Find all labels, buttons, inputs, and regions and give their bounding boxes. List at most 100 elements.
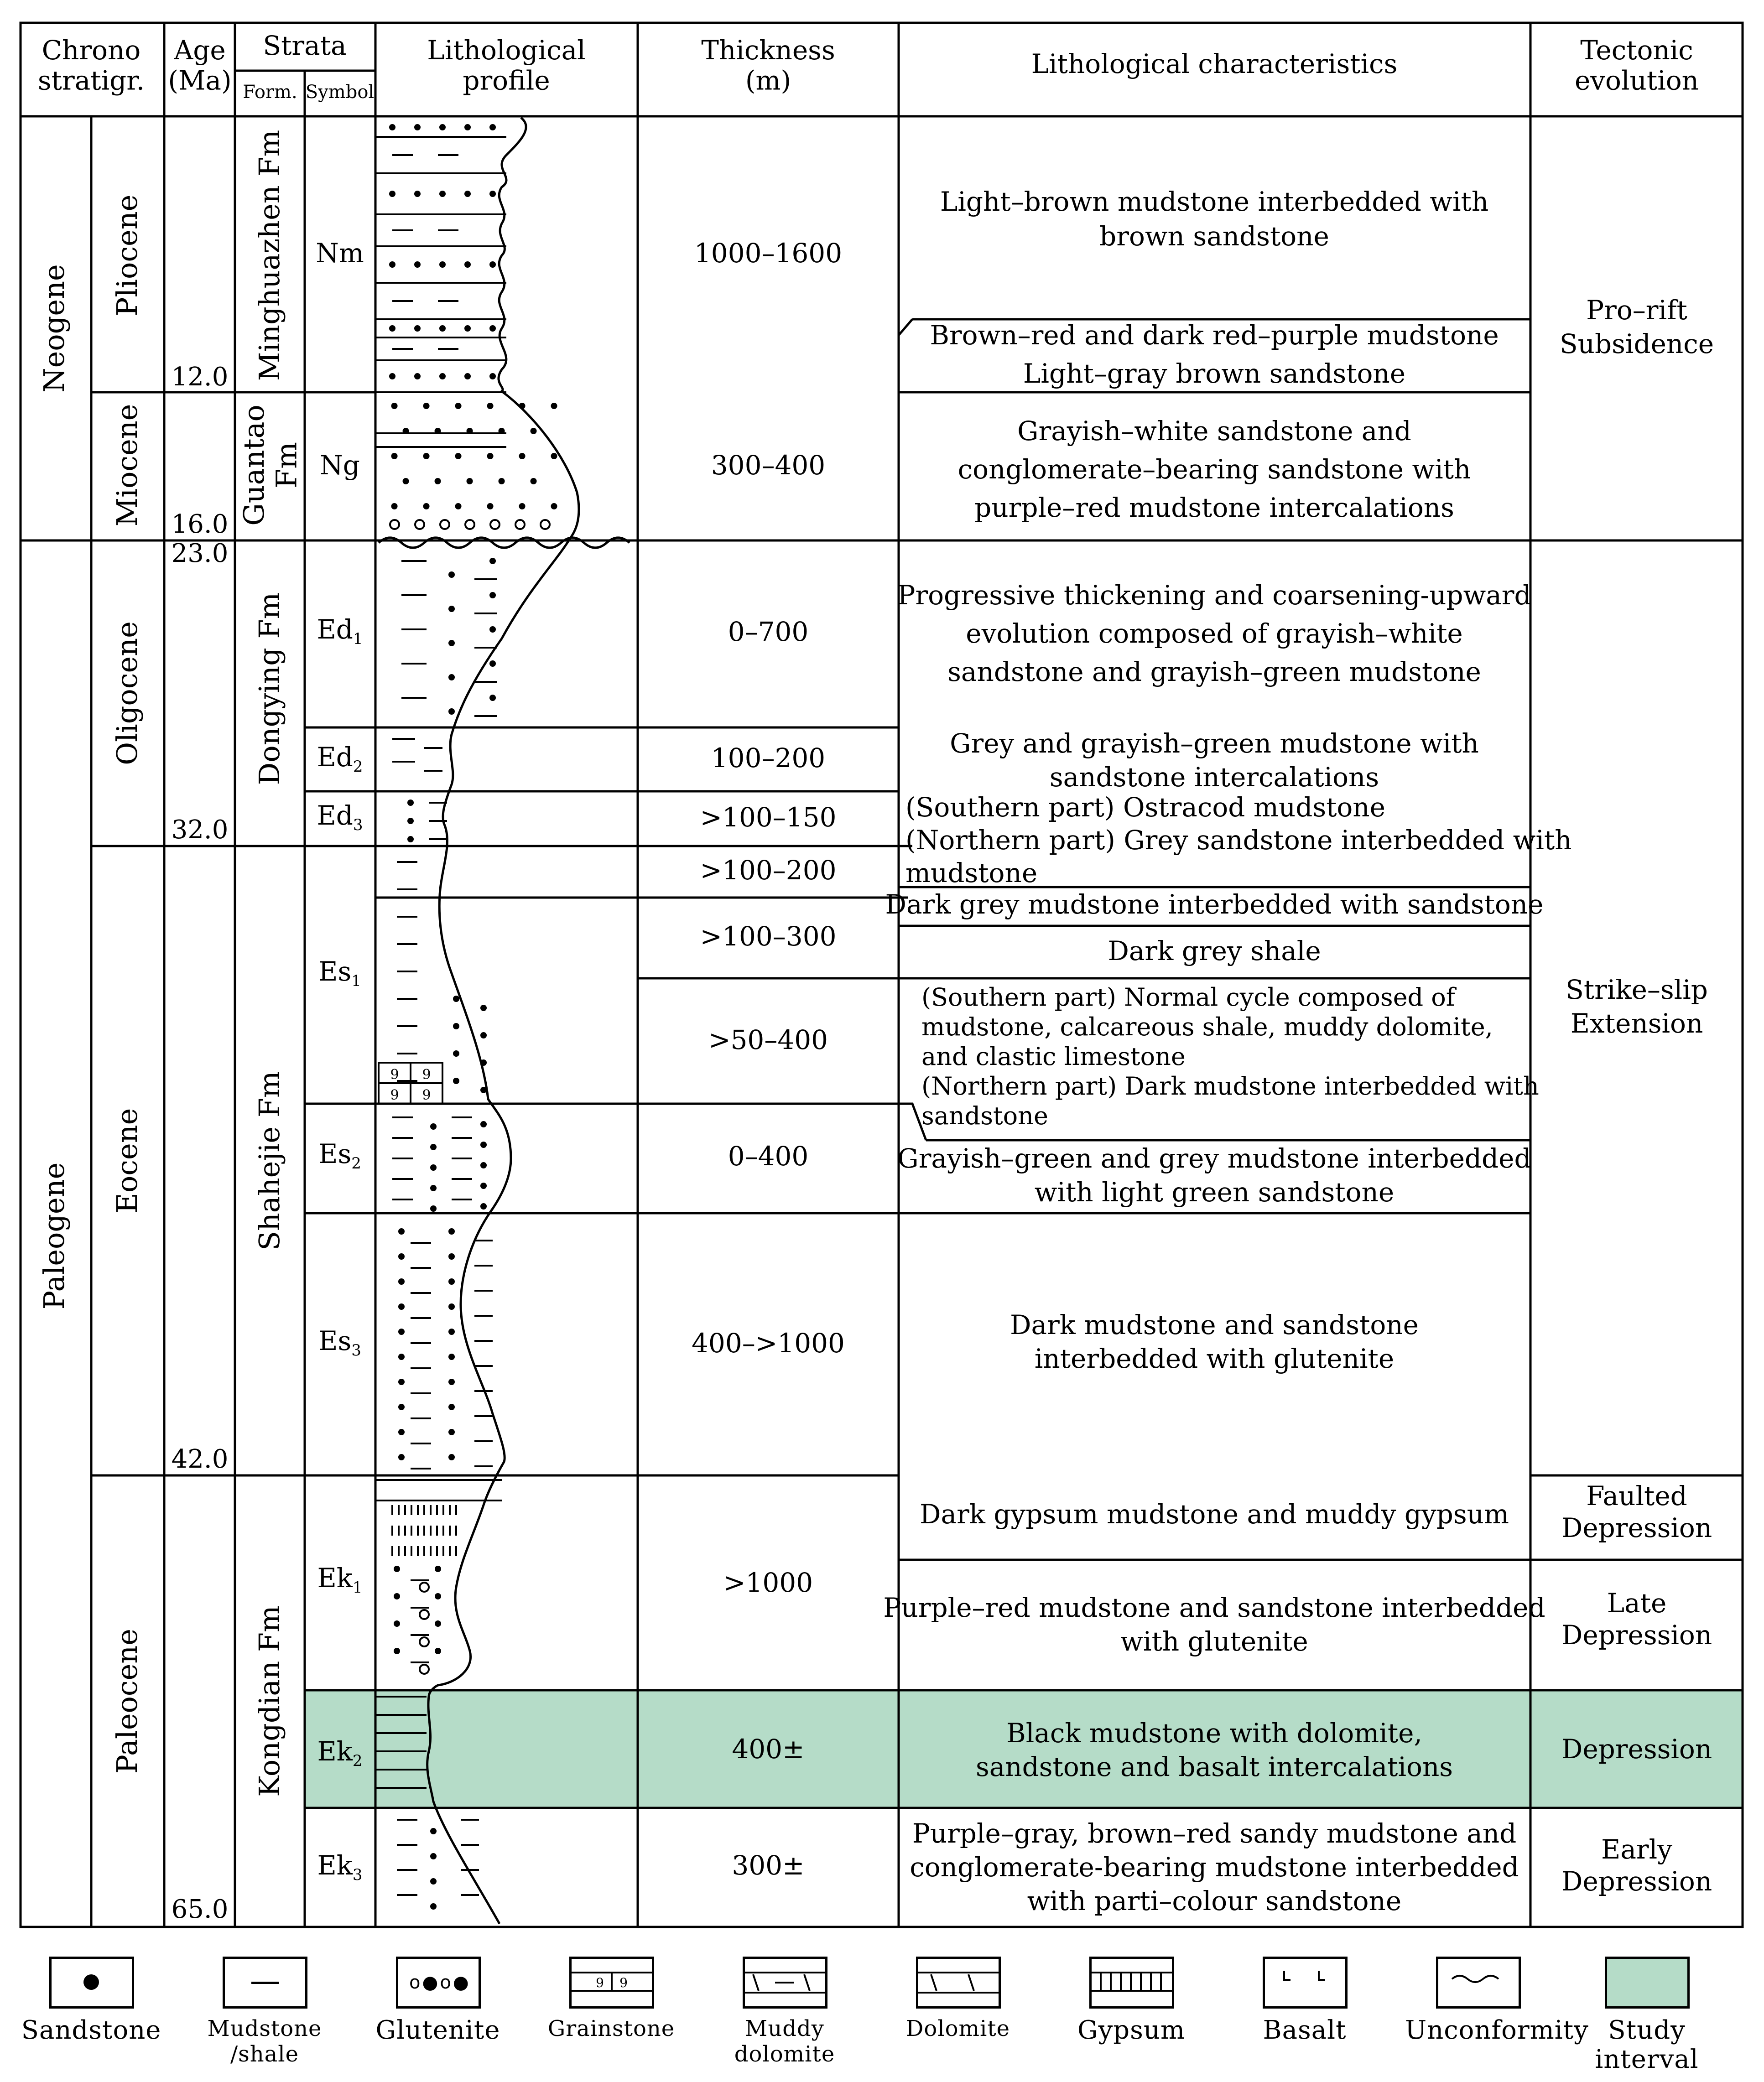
epoch-miocene: Miocene: [110, 404, 144, 527]
characteristic-text: (Southern part) Ostracod mudstone(Northe…: [905, 792, 1572, 888]
thickness-value: 300±: [732, 1850, 804, 1881]
svg-text:9: 9: [619, 1975, 628, 1990]
legend-label: Glutenite: [375, 2015, 500, 2045]
legend-label: Muddy dolomite: [734, 2016, 835, 2067]
profile-outline: [426, 117, 580, 1925]
epoch-eocene: Eocene: [110, 1108, 144, 1214]
unconformity-line: [378, 536, 630, 549]
characteristic-text: (Southern part) Normal cycle composed of…: [921, 983, 1539, 1130]
study-interval-band: [305, 1690, 1743, 1808]
thickness-values: 1000–1600 300–400 0–700 100–200 >100–150…: [692, 238, 845, 1881]
legend-mudstone: Mudstone /shale: [192, 1947, 338, 2080]
svg-text:9: 9: [596, 1975, 604, 1990]
symbol-label: Ek2: [317, 1736, 362, 1770]
formation-guantao: GuantaoFm: [237, 405, 303, 526]
gypsum-swatch-icon: [1089, 1957, 1174, 2009]
formation-shahejie: Shahejie Fm: [253, 1071, 286, 1250]
legend-muddy-dolomite: Muddy dolomite: [712, 1947, 858, 2080]
unconformity-swatch-icon: [1436, 1957, 1521, 2009]
symbol-label: Es2: [318, 1138, 361, 1173]
symbol-label: Ek1: [317, 1563, 362, 1597]
table-grid: [19, 21, 1744, 1928]
age-label: 42.0: [172, 1444, 229, 1474]
header-characteristics: Lithological characteristics: [1031, 48, 1398, 79]
thickness-value: >50–400: [708, 1024, 828, 1055]
formation-kongdian: Kongdian Fm: [253, 1605, 286, 1797]
age-label: 23.0: [172, 539, 229, 568]
thickness-value: 0–700: [728, 616, 809, 647]
age-labels: 12.0 16.0 23.0 32.0 42.0 65.0: [172, 362, 229, 1924]
characteristic-text: Dark grey mudstone interbedded with sand…: [885, 889, 1543, 920]
header-symbol: Symbol: [306, 82, 374, 103]
thickness-value: >1000: [723, 1567, 813, 1598]
symbol-label: Nm: [316, 238, 364, 269]
legend-label: Mudstone /shale: [207, 2016, 322, 2067]
characteristic-text: Dark grey shale: [1108, 935, 1321, 966]
age-label: 32.0: [172, 815, 229, 845]
basalt-swatch-icon: [1263, 1957, 1348, 2009]
period-paleogene: Paleogene: [37, 1163, 71, 1310]
header-age: Age(Ma): [168, 35, 231, 96]
thickness-value: 0–400: [728, 1141, 809, 1172]
legend-dolomite: Dolomite: [885, 1947, 1031, 2080]
legend-label: Gypsum: [1077, 2015, 1186, 2045]
symbol-label: Ed2: [317, 742, 363, 776]
formation-minghuazhen: Minghuazhen Fm: [253, 130, 286, 381]
study-interval-swatch-icon: [1605, 1957, 1690, 2009]
symbol-label: Ek3: [317, 1850, 362, 1884]
svg-text:9: 9: [390, 1087, 399, 1103]
characteristic-text: Purple–gray, brown–red sandy mudstone an…: [910, 1818, 1519, 1916]
dolomite-swatch-icon: [916, 1957, 1001, 2009]
age-label: 65.0: [172, 1895, 229, 1924]
tectonic-label: Depression: [1561, 1734, 1712, 1765]
svg-text:9: 9: [390, 1067, 399, 1083]
thickness-value: >100–300: [700, 921, 836, 952]
characteristic-text: Dark gypsum mudstone and muddy gypsum: [920, 1499, 1509, 1530]
thickness-value: 300–400: [711, 450, 825, 481]
symbol-label: Ed3: [317, 800, 363, 834]
characteristic-text: Grayish–green and grey mudstone interbed…: [897, 1143, 1531, 1208]
formation-dongying: Dongying Fm: [253, 592, 286, 785]
characteristic-text: Purple–red mudstone and sandstone interb…: [883, 1592, 1545, 1657]
age-label: 12.0: [172, 362, 229, 392]
period-neogene: Neogene: [37, 264, 71, 392]
muddy-dolomite-swatch-icon: [743, 1957, 827, 2009]
thickness-value: 400±: [732, 1734, 804, 1765]
mudstone-swatch-icon: [223, 1957, 307, 2009]
thickness-value: 100–200: [711, 742, 825, 774]
legend-label: Unconformity: [1405, 2015, 1589, 2045]
epoch-paleocene: Paleocene: [110, 1629, 144, 1774]
header-form: Form.: [243, 82, 297, 103]
sandstone-swatch-icon: [49, 1957, 134, 2009]
thickness-value: >100–200: [700, 855, 836, 886]
age-label: 16.0: [172, 509, 229, 539]
legend-basalt: Basalt: [1232, 1947, 1378, 2080]
characteristic-text: Black mudstone with dolomite,sandstone a…: [976, 1718, 1453, 1782]
symbol-label: Ng: [320, 450, 360, 481]
epoch-pliocene: Pliocene: [110, 195, 144, 317]
legend-unconformity: Unconformity: [1405, 1947, 1589, 2080]
legend-label: Study interval: [1595, 2015, 1699, 2074]
epoch-oligocene: Oligocene: [110, 621, 144, 765]
thickness-value: >100–150: [700, 802, 836, 833]
legend-label: Basalt: [1263, 2015, 1347, 2045]
legend-gypsum: Gypsum: [1058, 1947, 1204, 2080]
legend-glutenite: o●o● Glutenite: [365, 1947, 511, 2080]
thickness-value: 1000–1600: [694, 238, 842, 269]
